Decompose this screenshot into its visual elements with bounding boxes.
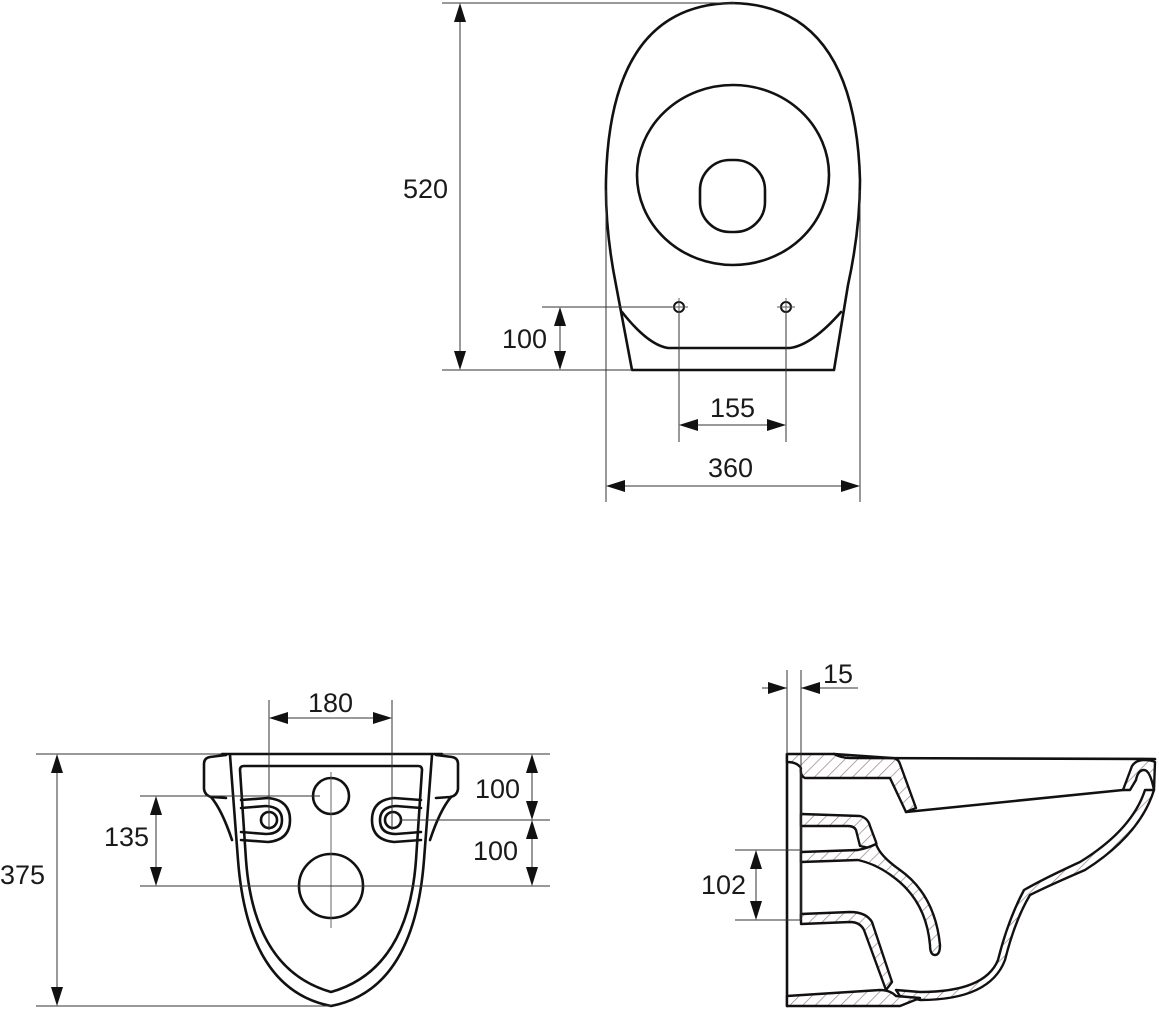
bowl-outer-outline (604, 1, 862, 372)
rear-right-ear (434, 753, 460, 800)
bowl-rear-curve (620, 310, 843, 350)
rear-right-bolt-slot (370, 796, 423, 844)
bowl-drain-opening (698, 158, 767, 234)
dim-length-520: 520 (403, 174, 448, 204)
dim-outlet-height-102: 102 (701, 870, 746, 900)
dim-top-bolts-100: 100 (475, 774, 520, 804)
dim-fixing-spacing-155: 155 (710, 393, 755, 423)
section-top-rim (785, 752, 918, 814)
rear-right-bolt-hole (383, 810, 403, 830)
dim-width-360: 360 (708, 453, 753, 483)
top-view: 520 100 155 360 (403, 1, 862, 502)
dim-wall-gap-15: 15 (823, 659, 853, 689)
rear-view: 180 375 135 100 100 (0, 688, 550, 1008)
section-bowl-wall (894, 788, 1156, 1002)
side-section-view: 15 102 (701, 659, 1157, 1008)
section-front-rim (1121, 758, 1157, 792)
bowl-inner-rim (635, 83, 831, 267)
section-trap-weir (799, 842, 942, 957)
section-base (785, 988, 922, 1008)
rear-inner-body (238, 764, 424, 994)
section-trap-upper (799, 812, 878, 850)
dim-bolts-outlet-100: 100 (473, 836, 518, 866)
dim-fixing-offset-100: 100 (502, 324, 547, 354)
dim-inlet-outlet-135: 135 (104, 822, 149, 852)
rear-left-ear (202, 753, 228, 800)
dim-height-375: 375 (0, 860, 45, 890)
section-outlet-channel (799, 910, 894, 992)
dim-bolt-spacing-180: 180 (308, 688, 353, 718)
rear-left-bolt-slot (239, 796, 292, 844)
